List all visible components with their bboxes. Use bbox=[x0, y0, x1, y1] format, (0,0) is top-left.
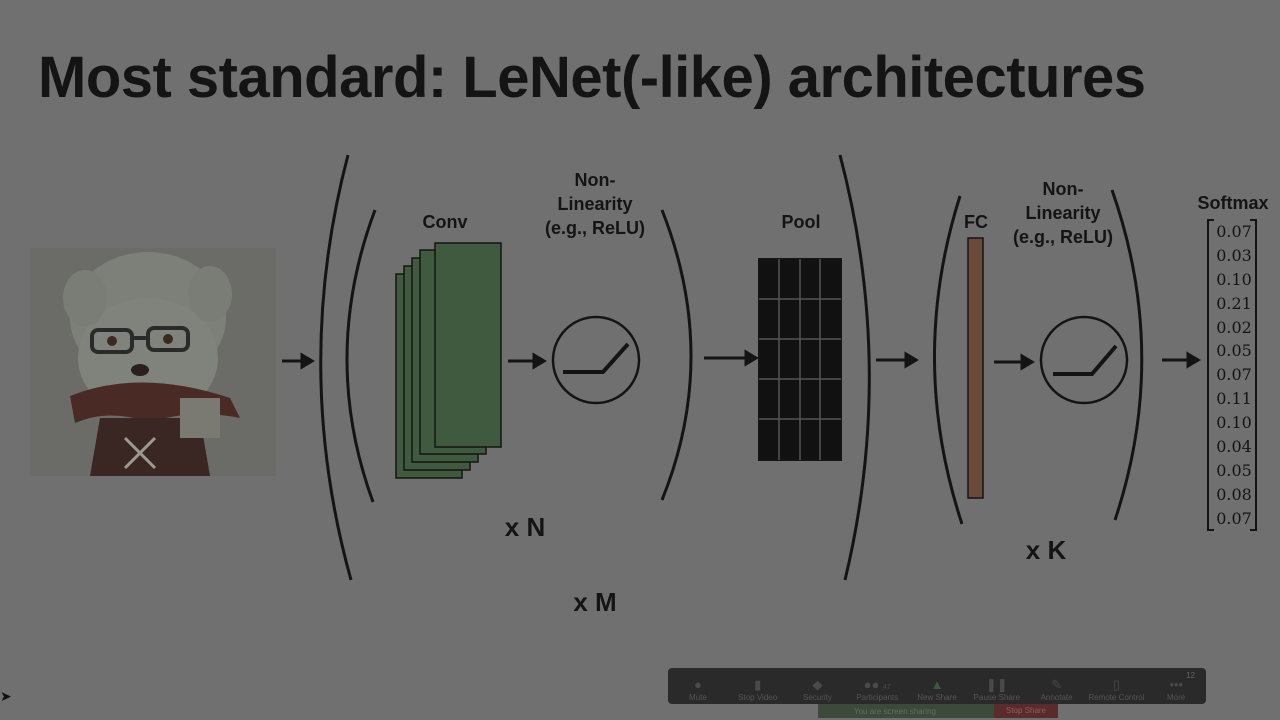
stop-video-button[interactable]: ▮ Stop Video bbox=[728, 677, 788, 702]
right-paren-outer bbox=[838, 154, 871, 581]
video-camera-icon: ▮ bbox=[754, 677, 762, 692]
softmax-values: 0.07 0.03 0.10 0.21 0.02 0.05 0.07 0.11 … bbox=[1212, 220, 1256, 531]
repeat-n-label: x N bbox=[504, 512, 546, 542]
more-icon: ••• bbox=[1169, 677, 1183, 692]
softmax-value: 0.21 bbox=[1216, 293, 1252, 313]
toolbar-label: Annotate bbox=[1040, 693, 1073, 702]
nonlinearity-label-1: Non- Linearity (e.g., ReLU) bbox=[530, 168, 660, 240]
nonlinearity-line: Non- bbox=[574, 170, 616, 190]
toolbar-label: Security bbox=[803, 693, 832, 702]
stop-share-button[interactable]: Stop Share bbox=[994, 704, 1058, 718]
microphone-icon: ● bbox=[693, 677, 702, 692]
left-paren-inner bbox=[345, 209, 377, 503]
softmax-value: 0.11 bbox=[1216, 389, 1252, 409]
remote-control-button[interactable]: ▯ Remote Control bbox=[1086, 677, 1146, 702]
arrow-icon bbox=[904, 351, 919, 369]
slide-title: Most standard: LeNet(-like) architecture… bbox=[38, 45, 1146, 110]
relu-icon bbox=[551, 315, 641, 405]
pause-icon: ❚❚ bbox=[985, 677, 1008, 692]
remote-control-icon: ▯ bbox=[1112, 677, 1120, 692]
annotate-button[interactable]: ✎ Annotate bbox=[1027, 677, 1087, 702]
left-paren-k bbox=[933, 195, 964, 525]
softmax-value: 0.07 bbox=[1216, 222, 1252, 241]
softmax-value: 0.07 bbox=[1216, 365, 1252, 385]
arrow-icon bbox=[744, 349, 759, 367]
repeat-m-label: x M bbox=[573, 587, 617, 617]
softmax-value: 0.02 bbox=[1216, 317, 1252, 337]
fc-bar bbox=[967, 237, 984, 499]
toolbar-label: Participants bbox=[856, 693, 899, 702]
relu-icon bbox=[1039, 315, 1129, 405]
more-badge: 12 bbox=[1186, 671, 1195, 680]
softmax-value: 0.05 bbox=[1216, 460, 1252, 480]
new-share-button[interactable]: ▲ New Share bbox=[907, 677, 967, 702]
nonlinearity-line: (e.g., ReLU) bbox=[1012, 227, 1113, 247]
toolbar-label: Stop Video bbox=[738, 693, 778, 702]
participants-button[interactable]: ●● 47 Participants bbox=[847, 677, 907, 702]
pencil-icon: ✎ bbox=[1051, 677, 1063, 692]
softmax-brackets bbox=[1207, 219, 1257, 531]
arrow-icon bbox=[532, 352, 547, 370]
conv-feature-maps bbox=[395, 242, 502, 479]
toolbar-label: New Share bbox=[917, 693, 957, 702]
arrow-icon bbox=[1186, 351, 1201, 369]
arrow-icon bbox=[300, 352, 315, 370]
toolbar-label: Pause Share bbox=[973, 693, 1020, 702]
zoom-meeting-toolbar: ● Mute ▮ Stop Video ◆ Security ●● 47 Par… bbox=[668, 668, 1206, 704]
nonlinearity-line: Non- bbox=[1042, 179, 1084, 199]
softmax-value: 0.03 bbox=[1216, 245, 1252, 265]
mouse-cursor-icon: ➤ bbox=[0, 688, 12, 704]
right-paren-inner bbox=[660, 209, 693, 501]
fc-label: FC bbox=[964, 212, 988, 232]
sharing-text: You are screen sharing bbox=[854, 706, 936, 716]
pause-share-button[interactable]: ❚❚ Pause Share bbox=[967, 677, 1027, 702]
pool-grid bbox=[758, 258, 842, 461]
softmax-value: 0.10 bbox=[1216, 413, 1252, 433]
toolbar-label: Remote Control bbox=[1088, 693, 1145, 702]
softmax-value: 0.07 bbox=[1216, 508, 1252, 528]
left-paren-outer bbox=[319, 154, 353, 581]
nonlinearity-line: Linearity bbox=[557, 194, 633, 214]
mute-button[interactable]: ● Mute bbox=[668, 677, 728, 702]
nonlinearity-label-2: Non- Linearity (e.g., ReLU) bbox=[998, 177, 1128, 249]
toolbar-label: More bbox=[1167, 693, 1186, 702]
softmax-value: 0.10 bbox=[1216, 269, 1252, 289]
repeat-k-label: x K bbox=[1025, 535, 1067, 565]
toolbar-label: Mute bbox=[688, 693, 707, 702]
softmax-label: Softmax bbox=[1197, 193, 1269, 213]
more-button[interactable]: ••• More bbox=[1146, 677, 1206, 702]
softmax-value: 0.04 bbox=[1216, 437, 1252, 457]
dog-photo bbox=[30, 248, 276, 476]
softmax-value: 0.05 bbox=[1216, 341, 1252, 361]
arrow-icon bbox=[1020, 353, 1035, 371]
nonlinearity-line: Linearity bbox=[1025, 203, 1101, 223]
participants-count: 47 bbox=[883, 684, 891, 691]
security-button[interactable]: ◆ Security bbox=[788, 677, 848, 702]
share-arrow-icon: ▲ bbox=[930, 677, 944, 692]
conv-label: Conv bbox=[422, 212, 468, 232]
shield-icon: ◆ bbox=[812, 677, 823, 692]
pool-label: Pool bbox=[781, 212, 821, 232]
right-paren-k bbox=[1110, 189, 1144, 521]
nonlinearity-line: (e.g., ReLU) bbox=[544, 218, 645, 238]
participants-icon: ●● 47 bbox=[863, 677, 891, 692]
softmax-value: 0.08 bbox=[1216, 484, 1252, 504]
